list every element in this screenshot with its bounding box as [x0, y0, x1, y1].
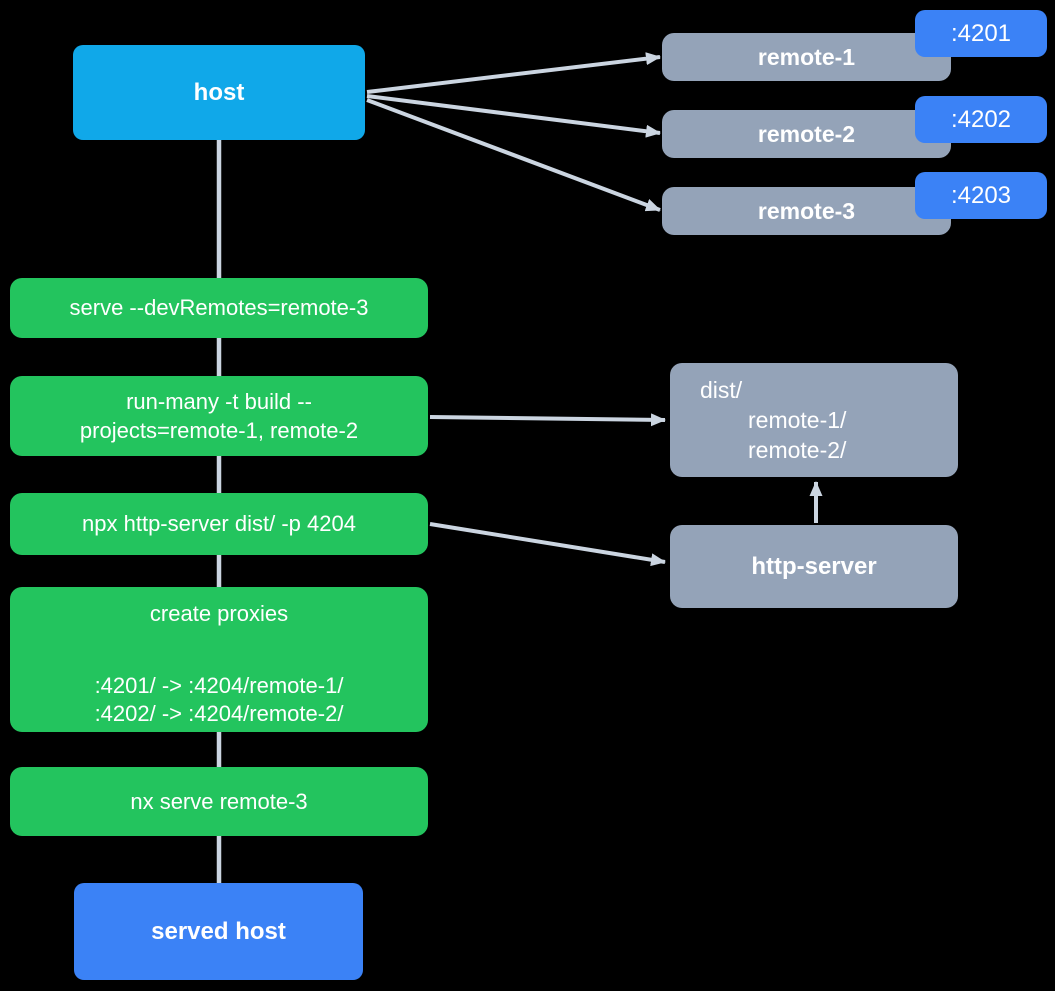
dist-folder-title: dist/ — [700, 377, 743, 403]
command-nx-serve-remote-3: nx serve remote-3 — [10, 767, 428, 836]
node-remote-2: remote-2 — [662, 110, 951, 158]
command-npx-http-server: npx http-server dist/ -p 4204 — [10, 493, 428, 555]
edge-npx-httpserver — [429, 522, 666, 567]
port-4203-label: :4203 — [950, 181, 1012, 209]
edge-host-remote-3 — [366, 98, 661, 212]
command-run-many-line-2: projects=remote-1, remote-2 — [79, 418, 359, 443]
node-remote-3: remote-3 — [662, 187, 951, 235]
remote-3-label: remote-3 — [757, 197, 856, 224]
command-create-proxies: create proxies :4201/ -> :4204/remote-1/… — [10, 587, 428, 732]
command-npx-http-server-text: npx http-server dist/ -p 4204 — [82, 511, 356, 536]
host-label: host — [193, 78, 245, 106]
dist-entry-remote-1: remote-1/ — [748, 407, 847, 433]
port-4201-label: :4201 — [950, 19, 1012, 47]
command-serve-devremotes: serve --devRemotes=remote-3 — [10, 278, 428, 338]
served-host-label: served host — [151, 917, 286, 945]
remote-2-label: remote-2 — [757, 120, 856, 147]
proxy-rules: :4201/ -> :4204/remote-1/ :4202/ -> :420… — [95, 672, 344, 728]
edge-runmany-dist — [429, 413, 666, 427]
port-4202-label: :4202 — [950, 105, 1012, 133]
node-served-host: served host — [74, 883, 363, 980]
port-badge-4201: :4201 — [915, 10, 1047, 57]
http-server-label: http-server — [751, 552, 877, 580]
node-host: host — [73, 45, 365, 140]
port-badge-4202: :4202 — [915, 96, 1047, 143]
node-http-server: http-server — [670, 525, 958, 608]
node-remote-1: remote-1 — [662, 33, 951, 81]
proxy-rule-1: :4201/ -> :4204/remote-1/ — [94, 673, 344, 698]
command-run-many-build: run-many -t build -- projects=remote-1, … — [10, 376, 428, 456]
proxy-rule-2: :4202/ -> :4204/remote-2/ — [94, 701, 344, 726]
edge-host-remote-1 — [366, 52, 661, 94]
dist-entry-remote-2: remote-2/ — [748, 437, 847, 463]
command-serve-devremotes-text: serve --devRemotes=remote-3 — [69, 295, 369, 320]
port-badge-4203: :4203 — [915, 172, 1047, 219]
edge-host-remote-2 — [366, 94, 661, 138]
create-proxies-title: create proxies — [149, 601, 289, 626]
node-dist-folder: dist/ remote-1/ remote-2/ — [670, 363, 958, 477]
remote-1-label: remote-1 — [757, 43, 856, 70]
command-run-many-line-1: run-many -t build -- — [126, 389, 312, 414]
command-nx-serve-remote-3-text: nx serve remote-3 — [130, 788, 308, 814]
